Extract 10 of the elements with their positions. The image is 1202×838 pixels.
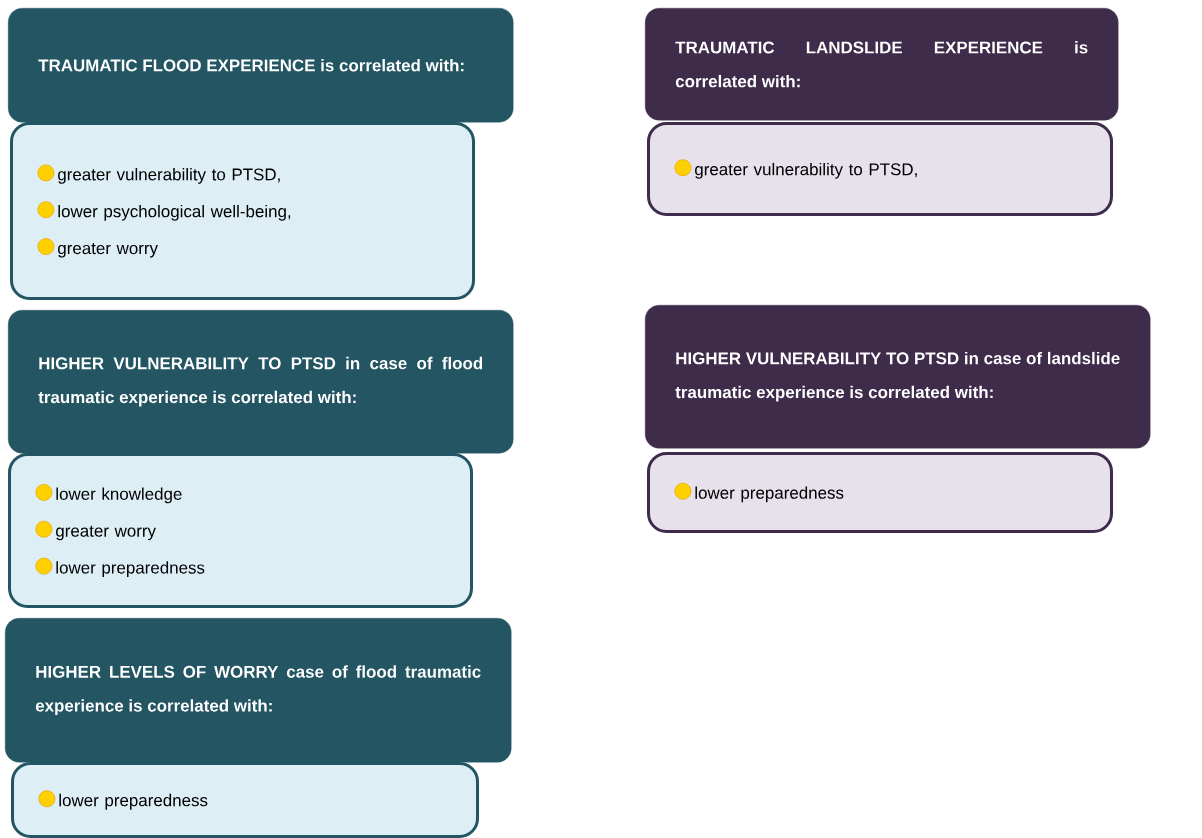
- list-box: lower knowledge greater worry lower preparedness: [8, 453, 473, 608]
- heading-box: TRAUMATIC LANDSLIDE EXPERIENCE is correlated with:: [645, 8, 1119, 121]
- list-box: lower preparedness: [11, 762, 479, 838]
- heading-box: TRAUMATIC FLOOD EXPERIENCE is correlated with:: [8, 8, 514, 123]
- list-box: greater vulnerability to PTSD,: [647, 122, 1113, 216]
- heading-box: HIGHER LEVELS OF WORRY case of flood traumatic experience is correlated with:: [5, 618, 512, 763]
- list-box: lower preparedness: [647, 452, 1113, 533]
- heading-box: HIGHER VULNERABILITY TO PTSD in case of landslide traumatic experience is correlated with:: [645, 305, 1151, 449]
- list-box: greater vulnerability to PTSD, lower psychological well-being, greater worry: [10, 122, 475, 300]
- heading-box: HIGHER VULNERABILITY TO PTSD in case of flood traumatic experience is correlated with:: [8, 310, 514, 454]
